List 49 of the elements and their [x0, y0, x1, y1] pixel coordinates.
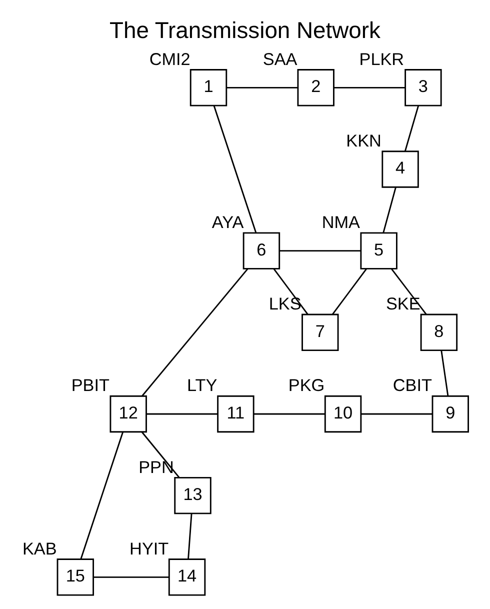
connector: [332, 268, 367, 315]
node-label: AYA: [212, 212, 244, 232]
connector: [440, 350, 449, 396]
node-box: 4: [382, 150, 419, 188]
node-label: HYIT: [130, 538, 169, 558]
connector: [213, 105, 257, 233]
connector: [382, 187, 396, 233]
node-box: 11: [217, 395, 254, 433]
node-label: CMI2: [149, 48, 190, 69]
node-box: 8: [420, 314, 458, 352]
connector: [254, 413, 325, 415]
connector: [94, 576, 169, 578]
node-label: CBIT: [392, 375, 432, 396]
node-label: KKN: [346, 130, 382, 150]
node-box: 14: [168, 558, 206, 596]
node-label: PKG: [288, 375, 325, 396]
node-label: PBIT: [71, 375, 110, 396]
diagram-title: The Transmission Network: [110, 17, 380, 43]
connector: [141, 432, 180, 478]
node-label: LTY: [186, 375, 218, 396]
connector: [226, 86, 298, 88]
node-box: 3: [404, 69, 442, 106]
node-label: PLKR: [359, 48, 404, 69]
node-box: 7: [302, 314, 339, 352]
node-box: 13: [174, 476, 212, 514]
node-label: NMA: [322, 212, 360, 232]
node-box: 6: [242, 232, 280, 270]
node-label: PPN: [138, 456, 174, 477]
node-label: SKE: [386, 294, 420, 314]
connector: [404, 106, 420, 152]
node-box: 9: [432, 395, 469, 433]
node-box: 5: [360, 232, 398, 270]
node-box: 15: [56, 558, 94, 596]
connector: [146, 413, 218, 415]
node-label: LKS: [268, 294, 302, 314]
connector: [391, 268, 427, 315]
connector: [273, 268, 308, 315]
node-box: 2: [297, 69, 334, 106]
node-box: 10: [324, 395, 362, 433]
connector: [80, 432, 124, 560]
connector: [188, 514, 192, 560]
node-label: SAA: [262, 48, 298, 69]
connector: [361, 413, 432, 415]
connector: [280, 250, 361, 252]
connector: [142, 268, 248, 396]
node-box: 1: [190, 69, 228, 106]
node-box: 12: [110, 395, 147, 433]
node-label: KAB: [22, 538, 57, 558]
connector: [334, 86, 406, 88]
